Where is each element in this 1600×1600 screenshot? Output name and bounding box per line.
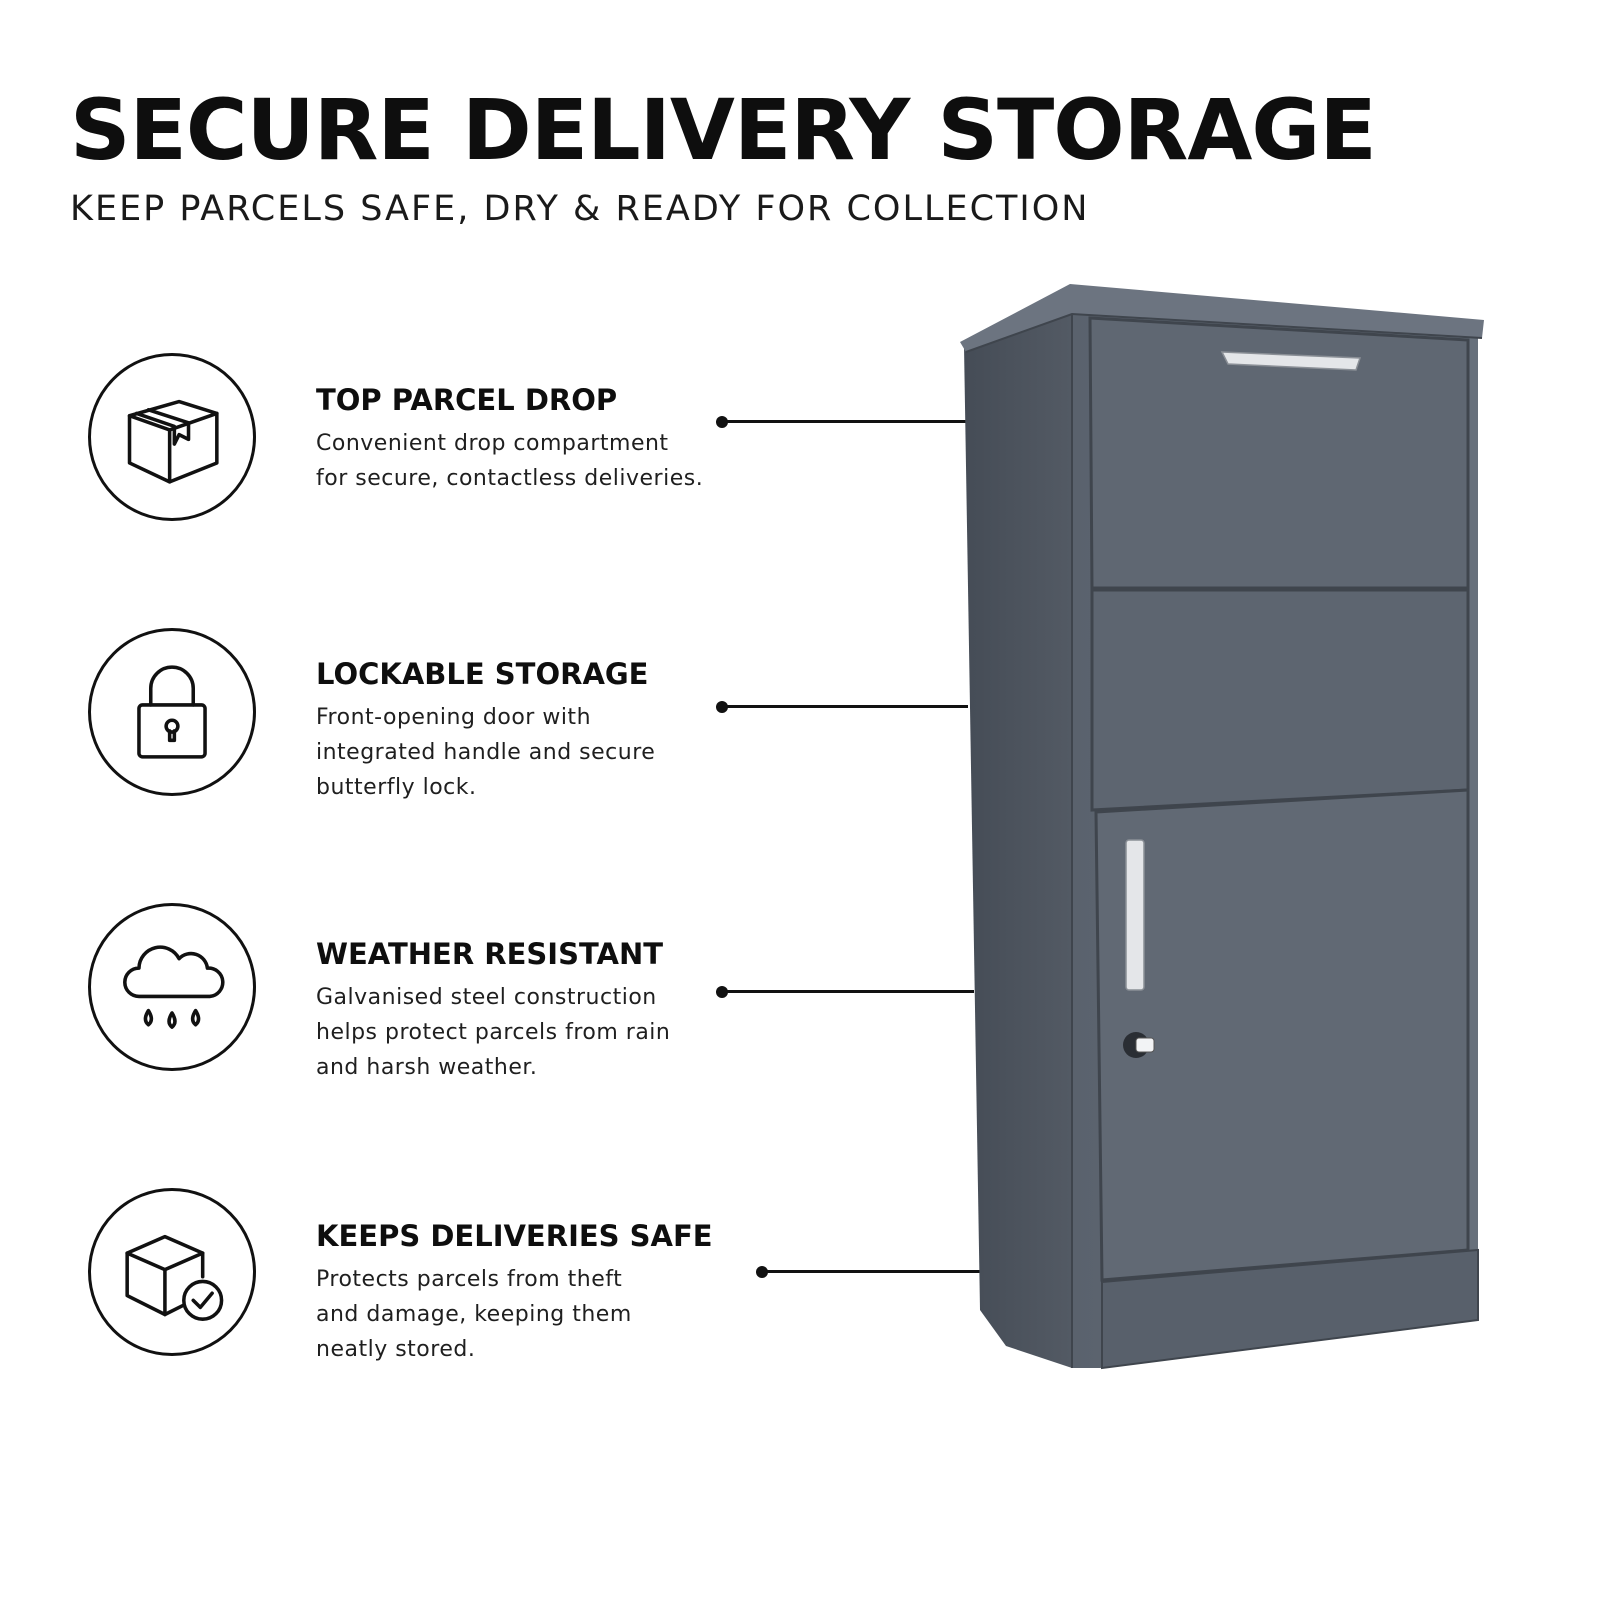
feature-title: TOP PARCEL DROP: [316, 383, 618, 417]
feature-title: LOCKABLE STORAGE: [316, 657, 649, 691]
feature-description: Protects parcels from theft and damage, …: [316, 1267, 632, 1362]
rain-cloud-icon: [88, 903, 256, 1071]
leader-line: [722, 420, 968, 423]
feature-keeps-deliveries-safe: KEEPS DELIVERIES SAFE Protects parcels f…: [316, 1218, 736, 1367]
headline: SECURE DELIVERY STORAGE: [70, 81, 1377, 179]
leader-line: [762, 1270, 1002, 1273]
feature-title: KEEPS DELIVERIES SAFE: [316, 1219, 713, 1253]
parcel-box-product-image: [960, 284, 1484, 1370]
feature-title: WEATHER RESISTANT: [316, 937, 664, 971]
box-checkmark-icon: [88, 1188, 256, 1356]
feature-top-parcel-drop: TOP PARCEL DROP Convenient drop compartm…: [316, 382, 736, 496]
feature-description: Front-opening door with integrated handl…: [316, 705, 656, 800]
feature-lockable-storage: LOCKABLE STORAGE Front-opening door with…: [316, 656, 736, 805]
feature-weather-resistant: WEATHER RESISTANT Galvanised steel const…: [316, 936, 736, 1085]
parcel-box-icon: [88, 353, 256, 521]
leader-line: [722, 990, 974, 993]
leader-line: [722, 705, 968, 708]
padlock-icon: [88, 628, 256, 796]
subheadline: KEEP PARCELS SAFE, DRY & READY FOR COLLE…: [70, 189, 1090, 229]
feature-description: Convenient drop compartment for secure, …: [316, 431, 704, 491]
feature-description: Galvanised steel construction helps prot…: [316, 985, 671, 1080]
